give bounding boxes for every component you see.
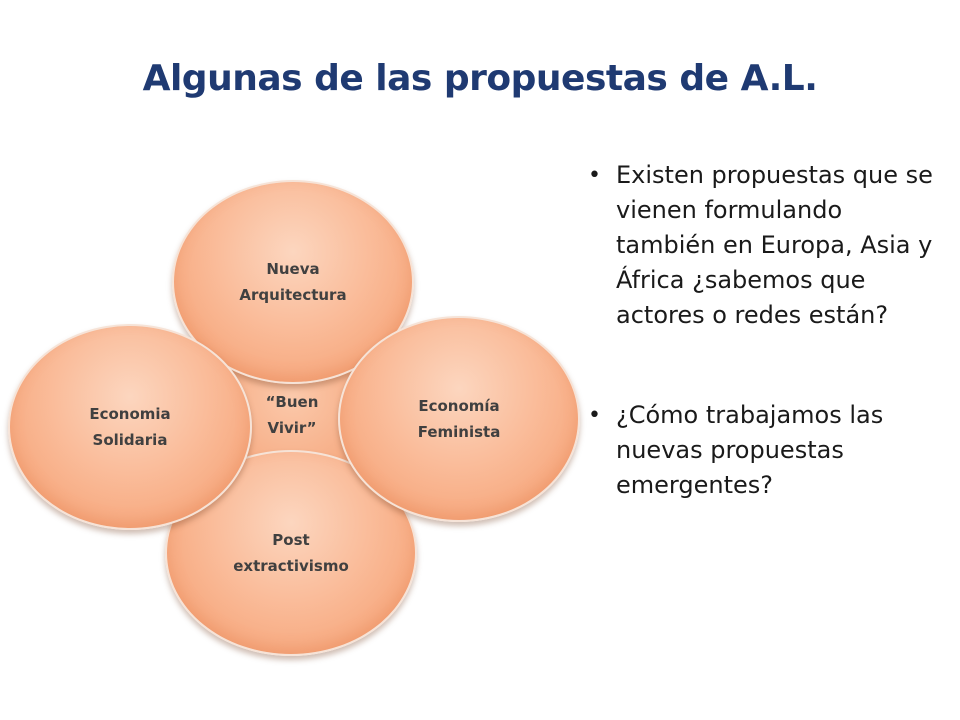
center-circle-label: “Buen Vivir” bbox=[265, 393, 319, 437]
bullet-list: • Existen propuestas que se vienen formu… bbox=[588, 158, 948, 503]
bullet-text: ¿Cómo trabajamos las nuevas propuestas e… bbox=[616, 401, 884, 499]
circle-left-label: Economia Solidaria bbox=[89, 405, 171, 449]
bullet-dot-icon: • bbox=[588, 163, 601, 188]
circle-economia-feminista: Economía Feminista bbox=[338, 316, 580, 522]
circle-right-label: Economía Feminista bbox=[417, 397, 501, 441]
bullet-item: • Existen propuestas que se vienen formu… bbox=[588, 158, 948, 333]
circle-economia-solidaria: Economia Solidaria bbox=[8, 324, 252, 530]
circle-bottom-label: Post extractivismo bbox=[233, 531, 349, 575]
bullet-item: • ¿Cómo trabajamos las nuevas propuestas… bbox=[588, 398, 948, 503]
bullet-text: Existen propuestas que se vienen formula… bbox=[616, 161, 933, 329]
circle-top-label: Nueva Arquitectura bbox=[239, 260, 347, 304]
slide-title: Algunas de las propuestas de A.L. bbox=[142, 58, 818, 99]
bullet-dot-icon: • bbox=[588, 403, 601, 428]
